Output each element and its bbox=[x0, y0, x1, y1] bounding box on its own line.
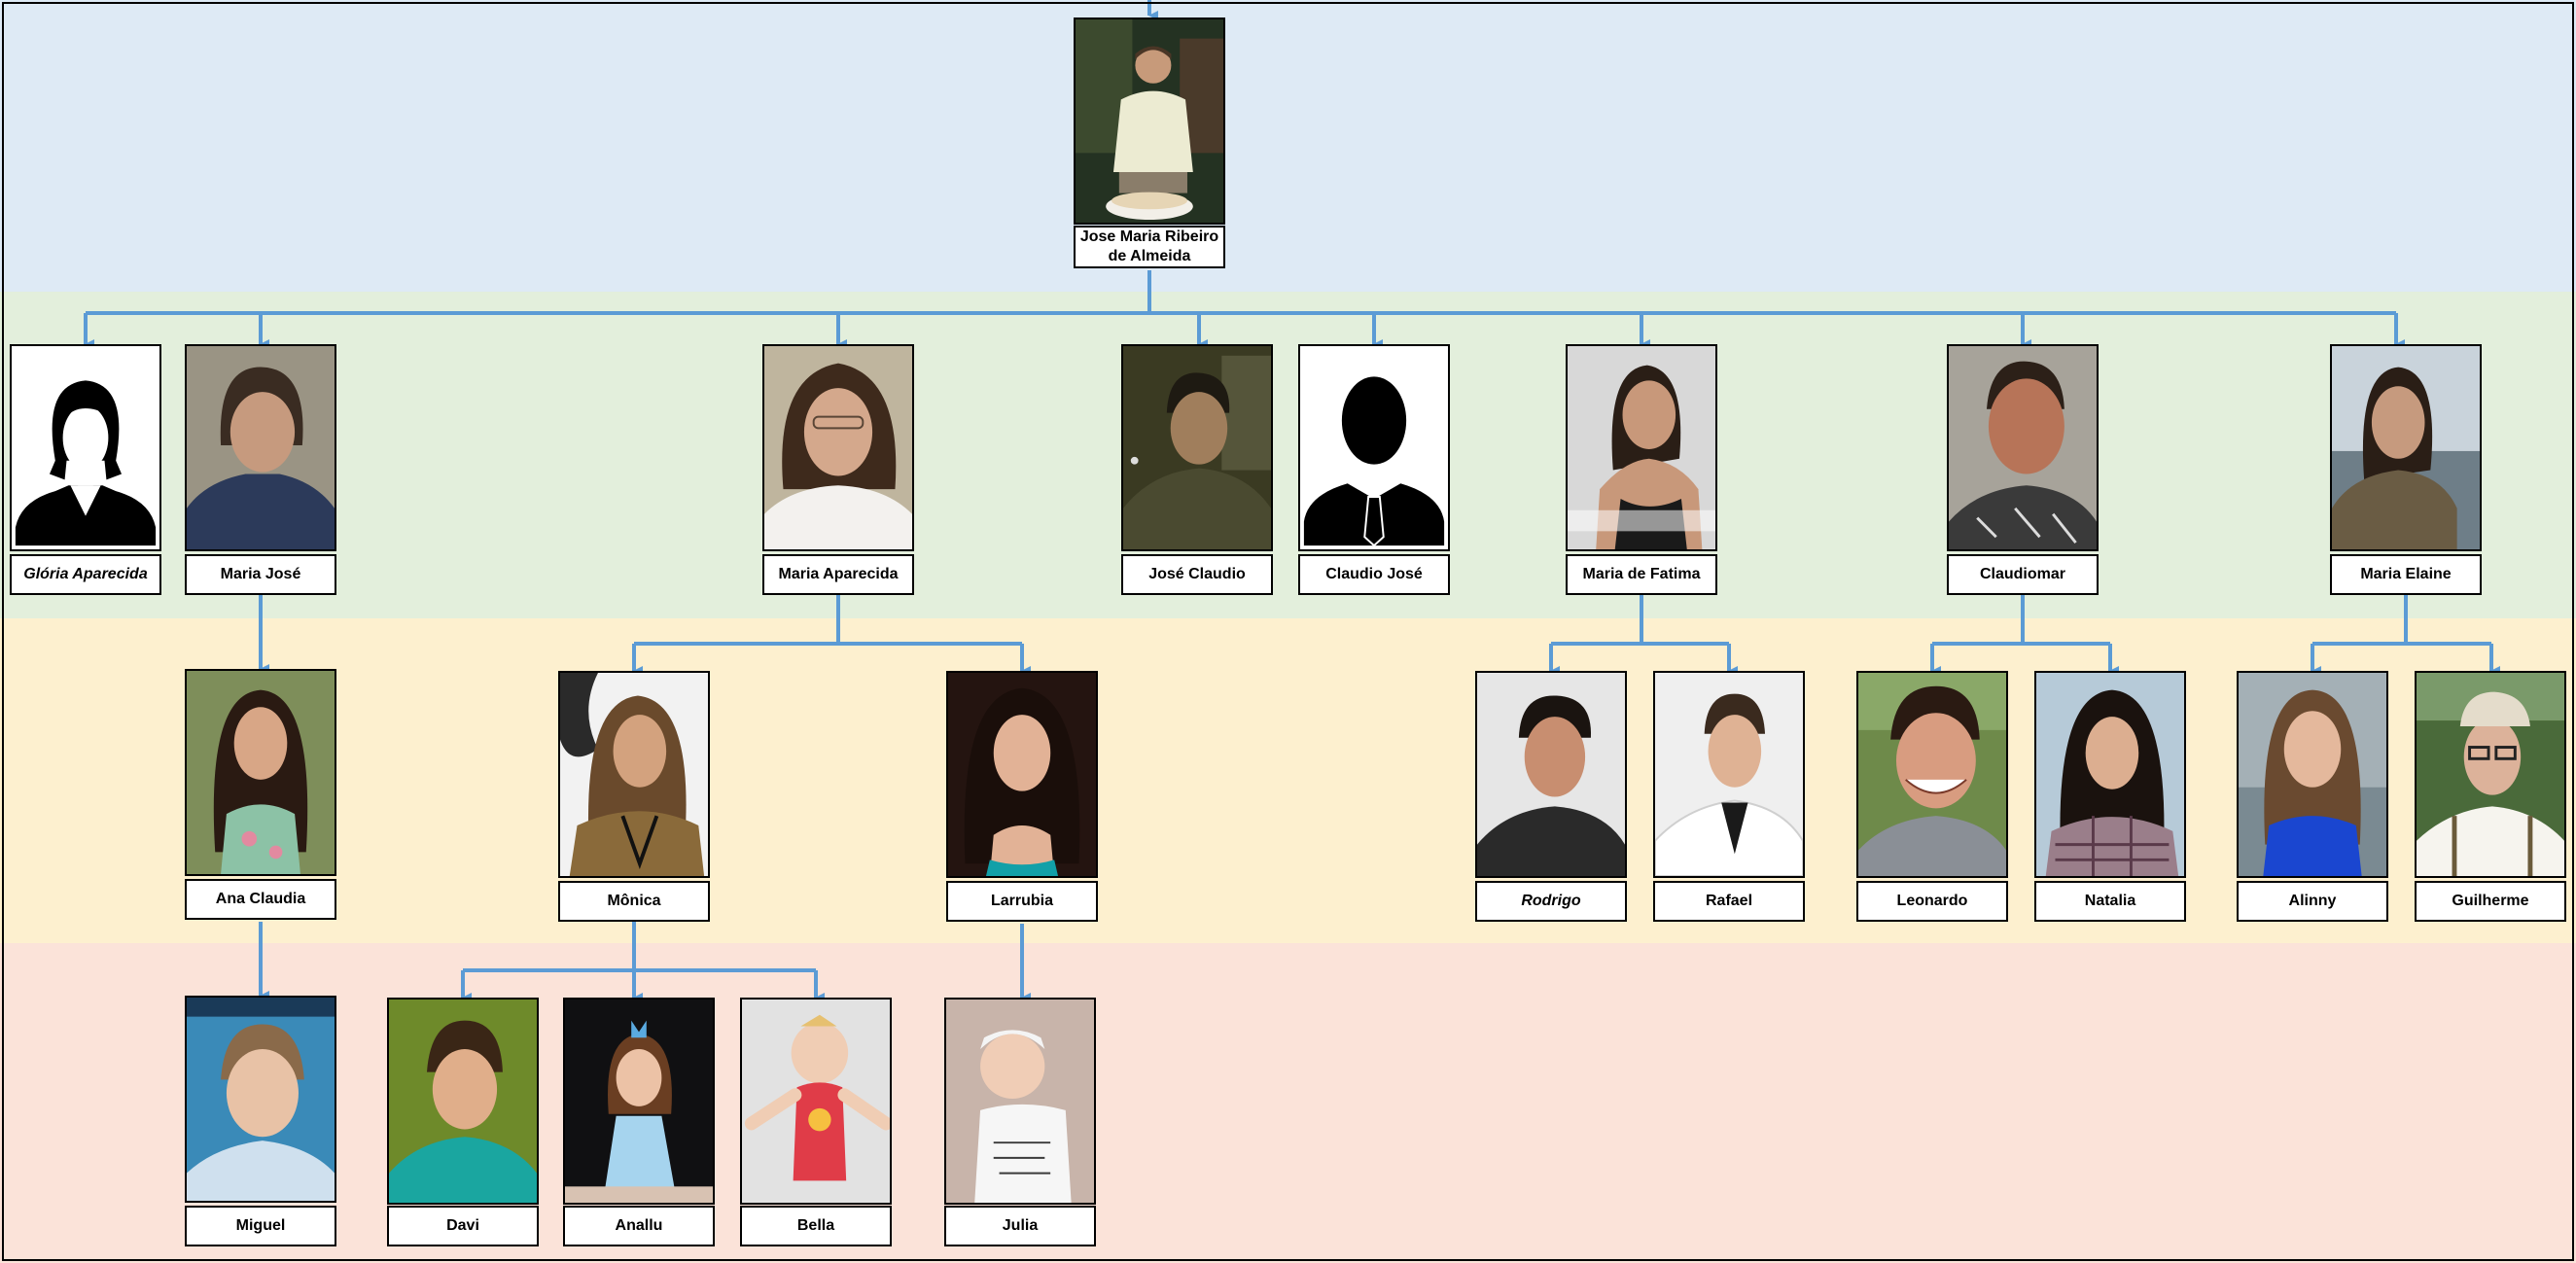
name-text: Anallu bbox=[615, 1217, 663, 1234]
photo-larrubia bbox=[946, 671, 1098, 878]
name-maria-elaine: Maria Elaine bbox=[2330, 554, 2482, 595]
photo-rodrigo bbox=[1475, 671, 1627, 878]
name-monica: Mônica bbox=[558, 881, 710, 922]
connector-claudiomar-trunk bbox=[1932, 595, 2110, 646]
name-text: Larrubia bbox=[990, 893, 1053, 909]
name-gloria-aparecida: Glória Aparecida bbox=[10, 554, 161, 595]
name-text: Miguel bbox=[235, 1217, 286, 1234]
name-anallu: Anallu bbox=[563, 1206, 715, 1246]
generation-1-band bbox=[0, 292, 2576, 618]
photo-guilherme bbox=[2415, 671, 2566, 878]
name-text: Jose Maria Ribeiro de Almeida bbox=[1079, 228, 1219, 264]
photo-leonardo bbox=[1856, 671, 2008, 878]
name-davi: Davi bbox=[387, 1206, 539, 1246]
name-text: Natalia bbox=[2084, 893, 2136, 909]
photo-anallu bbox=[563, 998, 715, 1205]
name-text: Ana Claudia bbox=[215, 891, 306, 907]
name-rafael: Rafael bbox=[1653, 881, 1805, 922]
photo-jose-claudio bbox=[1121, 344, 1273, 551]
connector-maria-aparecida-trunk bbox=[634, 595, 1022, 646]
name-text: Leonardo bbox=[1896, 893, 1968, 909]
name-guilherme: Guilherme bbox=[2415, 881, 2566, 922]
photo-natalia bbox=[2034, 671, 2186, 878]
name-rodrigo: Rodrigo bbox=[1475, 881, 1627, 922]
photo-claudiomar bbox=[1947, 344, 2099, 551]
photo-gloria-aparecida bbox=[10, 344, 161, 551]
name-text: Maria de Fatima bbox=[1582, 566, 1701, 582]
name-alinny: Alinny bbox=[2237, 881, 2388, 922]
name-julia: Julia bbox=[944, 1206, 1096, 1246]
name-miguel: Miguel bbox=[185, 1206, 336, 1246]
photo-bella bbox=[740, 998, 892, 1205]
photo-ana-claudia bbox=[185, 669, 336, 876]
photo-jose-maria bbox=[1074, 18, 1225, 225]
name-bella: Bella bbox=[740, 1206, 892, 1246]
photo-julia bbox=[944, 998, 1096, 1205]
name-text: Mônica bbox=[607, 893, 661, 909]
photo-monica bbox=[558, 671, 710, 878]
generation-0-band bbox=[0, 0, 2576, 292]
name-larrubia: Larrubia bbox=[946, 881, 1098, 922]
name-maria-aparecida: Maria Aparecida bbox=[762, 554, 914, 595]
photo-miguel bbox=[185, 996, 336, 1203]
photo-maria-aparecida bbox=[762, 344, 914, 551]
photo-alinny bbox=[2237, 671, 2388, 878]
name-text: Rodrigo bbox=[1521, 893, 1581, 909]
connector-monica-trunk bbox=[463, 922, 816, 972]
name-text: Claudio José bbox=[1325, 566, 1423, 582]
name-text: Maria José bbox=[220, 566, 301, 582]
connector-maria-elaine-trunk bbox=[2312, 595, 2491, 646]
name-text: Rafael bbox=[1705, 893, 1753, 909]
photo-maria-jose bbox=[185, 344, 336, 551]
name-text: Claudiomar bbox=[1979, 566, 2065, 582]
name-text: Julia bbox=[1002, 1217, 1039, 1234]
name-natalia: Natalia bbox=[2034, 881, 2186, 922]
name-text: Maria Elaine bbox=[2360, 566, 2452, 582]
name-text: Bella bbox=[796, 1217, 835, 1234]
photo-maria-de-fatima bbox=[1566, 344, 1717, 551]
name-text: Maria Aparecida bbox=[778, 566, 899, 582]
name-text: Glória Aparecida bbox=[23, 566, 148, 582]
name-leonardo: Leonardo bbox=[1856, 881, 2008, 922]
photo-davi bbox=[387, 998, 539, 1205]
name-text: Davi bbox=[446, 1217, 479, 1234]
name-jose-claudio: José Claudio bbox=[1121, 554, 1273, 595]
male-silhouette-icon bbox=[1300, 346, 1448, 549]
photo-rafael bbox=[1653, 671, 1805, 878]
name-jose-maria: Jose Maria Ribeiro de Almeida bbox=[1074, 226, 1225, 268]
name-claudiomar: Claudiomar bbox=[1947, 554, 2099, 595]
female-silhouette-icon bbox=[12, 346, 159, 549]
name-text: Alinny bbox=[2288, 893, 2337, 909]
name-ana-claudia: Ana Claudia bbox=[185, 879, 336, 920]
name-text: Guilherme bbox=[2452, 893, 2529, 909]
name-maria-de-fatima: Maria de Fatima bbox=[1566, 554, 1717, 595]
photo-maria-elaine bbox=[2330, 344, 2482, 551]
photo-claudio-jose bbox=[1298, 344, 1450, 551]
connector-maria-de-fatima-trunk bbox=[1551, 595, 1729, 646]
name-maria-jose: Maria José bbox=[185, 554, 336, 595]
name-text: José Claudio bbox=[1148, 566, 1246, 582]
name-claudio-jose: Claudio José bbox=[1298, 554, 1450, 595]
